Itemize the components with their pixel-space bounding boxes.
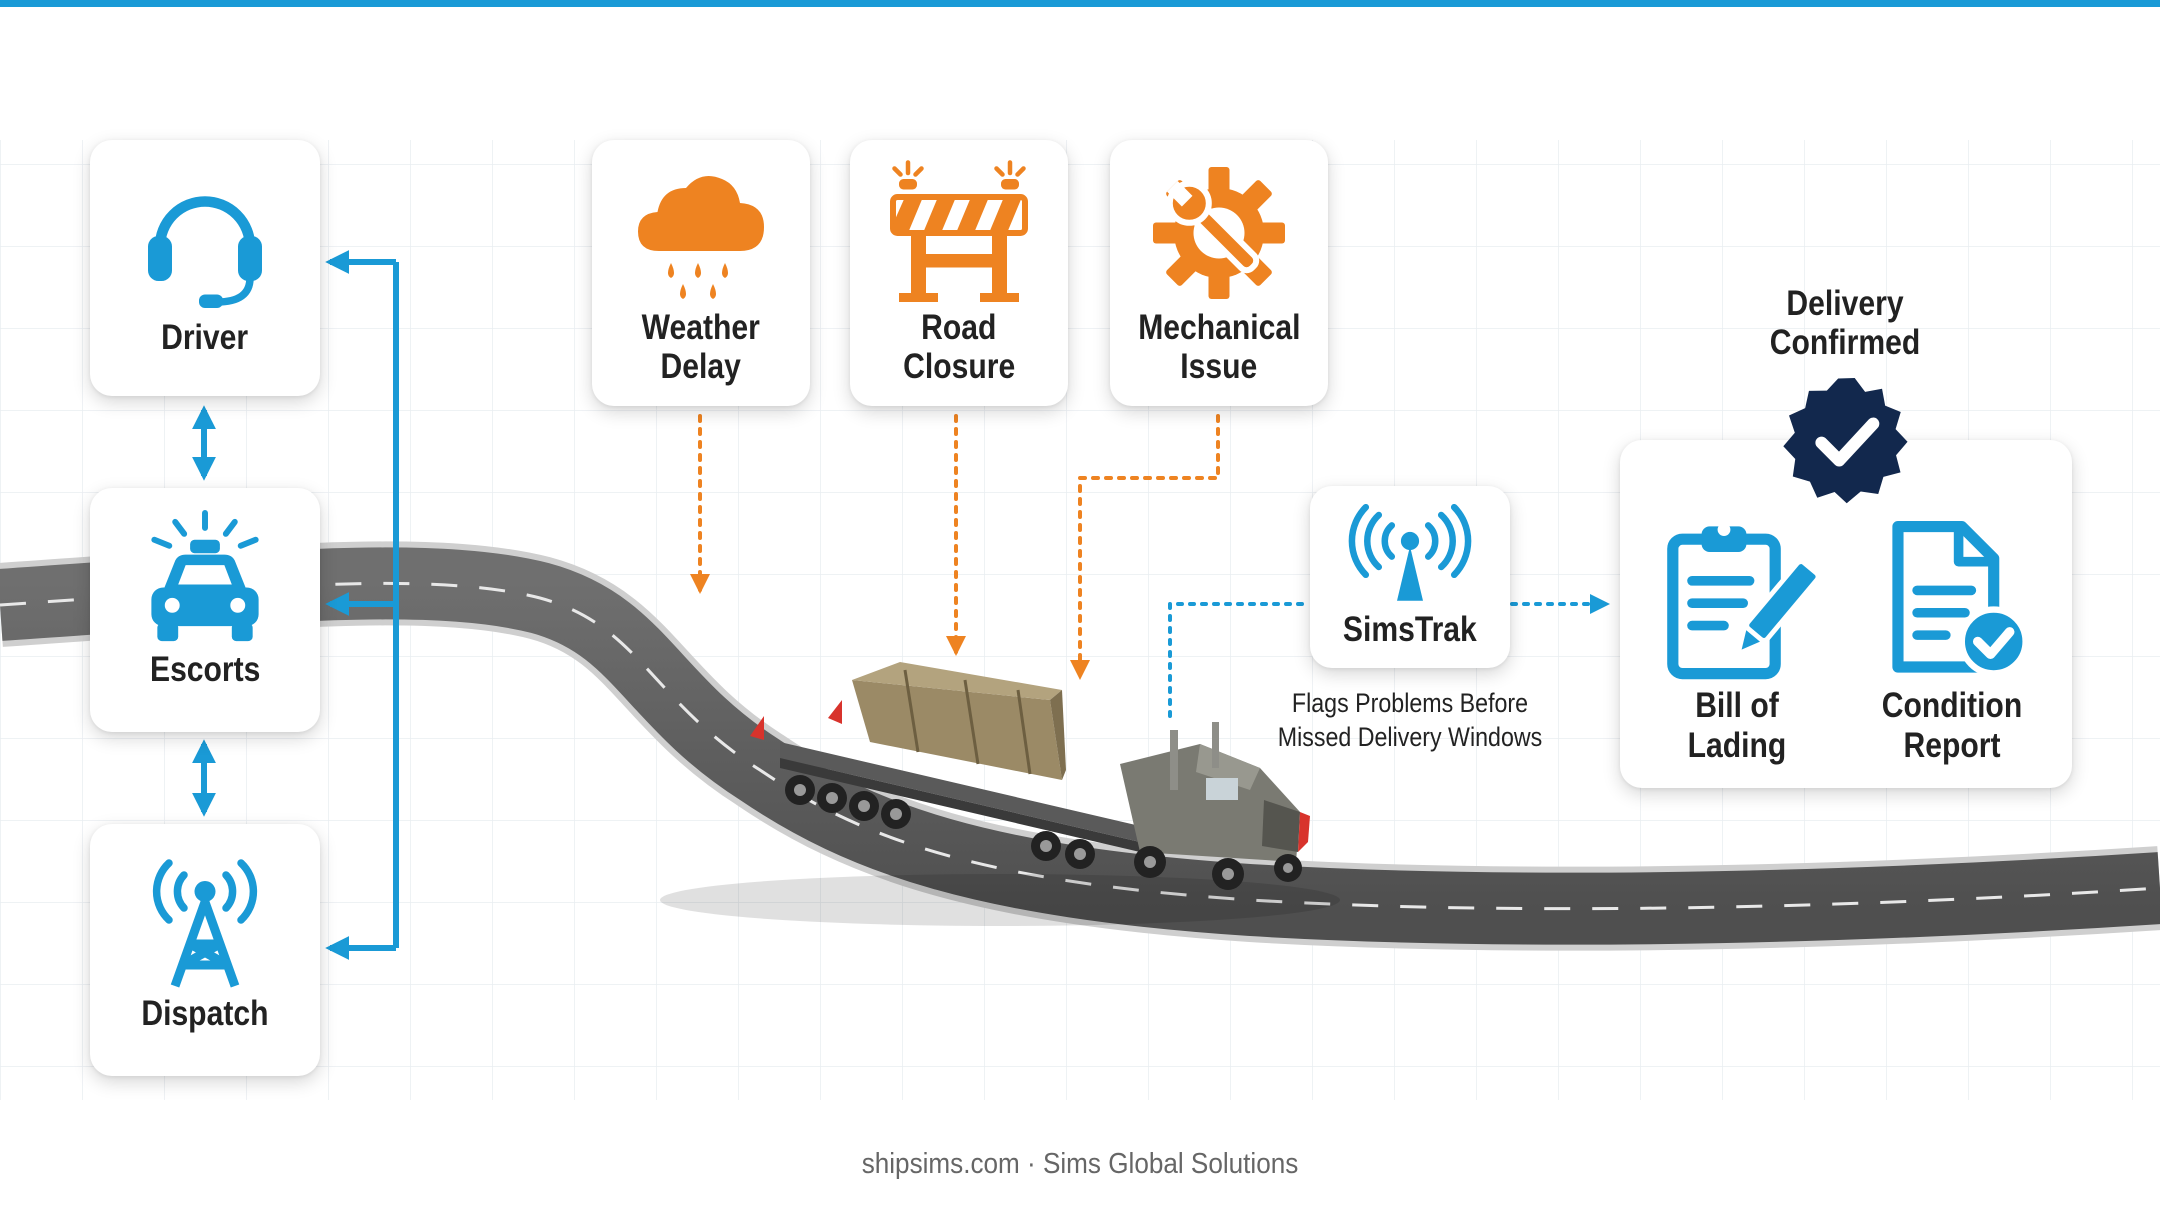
risk-label-line2: Closure [902,347,1016,386]
clipboard-pen-icon [1667,523,1820,680]
team-label: Driver [161,318,249,357]
risk-card-weather: Weather Delay [592,140,810,406]
escort-car-icon [151,510,259,642]
team-card-dispatch: Dispatch [90,824,320,1076]
delivery-title-line1: Delivery [1786,284,1904,323]
risk-label-line2: Delay [660,347,742,386]
team-label: Escorts [149,650,261,689]
risk-label-line1: Weather [641,308,761,347]
risk-card-mechanical: Mechanical Issue [1110,140,1328,406]
rain-cloud-icon [638,176,764,299]
risk-label-line2: Issue [1180,347,1258,386]
gear-wrench-icon [1153,167,1285,299]
radio-tower-icon [152,859,258,988]
risk-arrows [690,414,1220,680]
risk-card-road-closure: Road Closure [850,140,1068,406]
risk-label-line1: Road [921,308,997,347]
road-barrier-icon [890,160,1028,302]
team-card-escorts: Escorts [90,488,320,732]
check-badge-icon [1783,378,1908,504]
document-label-line1: Condition [1881,686,2023,725]
simstrak-card: SimsTrak [1310,486,1510,668]
team-label: Dispatch [141,994,269,1033]
footer-credit: shipsims.com · Sims Global Solutions [861,1148,1299,1180]
team-card-driver: Driver [90,140,320,396]
top-accent-bar [0,0,2160,7]
signal-antenna-icon [1348,504,1472,601]
document-label-line2: Lading [1687,726,1787,765]
flatbed-truck-icon [660,662,1340,926]
team-connector [192,250,399,960]
delivery-title-line2: Confirmed [1769,323,1921,362]
tracking-arrows [1168,594,1610,718]
simstrak-caption-line1: Flags Problems Before [1291,688,1529,718]
headset-icon [148,196,262,308]
document-label-line1: Bill of [1695,686,1779,725]
risk-label-line1: Mechanical [1137,308,1301,347]
document-label-line2: Report [1903,726,2001,765]
simstrak-label: SimsTrak [1343,610,1477,649]
simstrak-caption-line2: Missed Delivery Windows [1277,722,1543,752]
document-check-icon [1892,521,2029,677]
